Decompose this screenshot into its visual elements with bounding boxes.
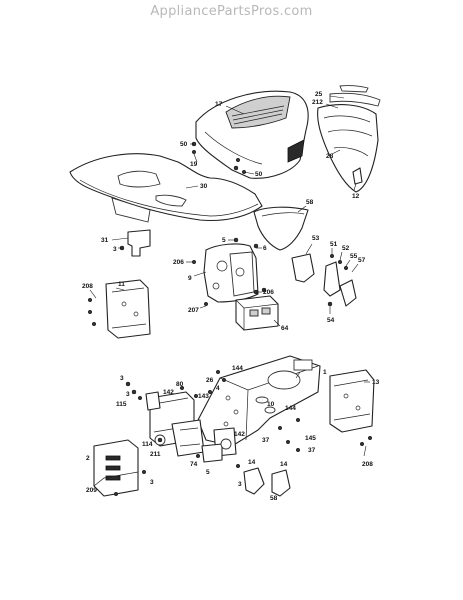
callout-115: 115	[116, 401, 127, 408]
callout-142b: 142	[234, 431, 245, 438]
steering-support-9-part[interactable]	[191, 237, 259, 303]
callout-3e: 3	[150, 479, 154, 486]
callout-212: 212	[312, 99, 323, 106]
axle-pivot-parts[interactable]	[145, 391, 232, 450]
hood-part[interactable]	[195, 90, 309, 179]
callout-25: 25	[315, 91, 323, 98]
callout-11: 11	[118, 281, 125, 288]
callout-12: 12	[352, 193, 360, 200]
callout-208b: 208	[362, 461, 373, 468]
callout-6: 6	[263, 245, 267, 252]
callout-3c: 3	[126, 391, 130, 398]
callout-26: 26	[206, 377, 214, 384]
side-panel-13-part[interactable]	[329, 369, 375, 447]
watermark-text: AppliancePartsPros.com	[150, 4, 313, 19]
callout-145: 145	[305, 435, 316, 442]
callout-14a: 14	[248, 459, 256, 466]
callout-54: 54	[327, 317, 335, 324]
callout-9: 9	[188, 275, 192, 282]
callout-144a: 144	[232, 365, 243, 372]
callout-5a: 5	[222, 237, 226, 244]
callout-58: 58	[306, 199, 314, 206]
side-panel-11-part[interactable]	[87, 279, 151, 339]
callout-3d: 3	[238, 481, 242, 488]
callout-74: 74	[190, 461, 198, 468]
callout-4: 4	[216, 385, 220, 392]
callout-17: 17	[215, 101, 223, 108]
pedal-bracket-parts[interactable]	[291, 253, 357, 307]
grille-part[interactable]	[317, 85, 381, 193]
leader-lines	[89, 95, 370, 457]
callout-114: 114	[142, 441, 153, 448]
callout-31: 31	[101, 237, 109, 244]
callout-37b: 37	[308, 447, 316, 454]
callout-1: 1	[323, 369, 327, 376]
callout-211: 211	[150, 451, 161, 458]
callout-57: 57	[358, 257, 366, 264]
dash-panel-58-part[interactable]	[253, 206, 309, 251]
bracket-12-part[interactable]	[352, 167, 363, 185]
callout-50a: 50	[180, 141, 188, 148]
callout-19: 19	[190, 161, 198, 168]
callout-3a: 3	[113, 246, 117, 253]
callout-64: 64	[281, 325, 289, 332]
callout-209: 209	[86, 487, 97, 494]
callout-80: 80	[176, 381, 184, 388]
callout-14b: 14	[280, 461, 288, 468]
callout-51: 51	[330, 241, 338, 248]
callout-10: 10	[267, 401, 275, 408]
front-bumper-2-part[interactable]	[93, 439, 139, 497]
callout-206a: 206	[173, 259, 184, 266]
callout-50b: 50	[255, 171, 263, 178]
bracket-31-part[interactable]	[119, 229, 151, 257]
frame-bolts[interactable]	[113, 369, 301, 497]
callout-13: 13	[372, 379, 380, 386]
callout-3b: 3	[120, 375, 124, 382]
callout-52: 52	[342, 245, 350, 252]
callout-5b: 5	[206, 469, 210, 476]
front-brackets-part[interactable]	[149, 391, 237, 463]
callout-2: 2	[86, 455, 90, 462]
main-frame-1-part[interactable]	[197, 355, 321, 447]
rear-brackets-part[interactable]	[243, 467, 291, 497]
callout-208a: 208	[82, 283, 93, 290]
callout-143: 143	[198, 393, 209, 400]
fender-part[interactable]	[69, 153, 263, 223]
callout-142a: 142	[163, 389, 174, 396]
callout-28: 28	[326, 153, 334, 160]
callout-53: 53	[312, 235, 320, 242]
callout-55: 55	[350, 253, 358, 260]
callout-37a: 37	[262, 437, 270, 444]
hood-bolts[interactable]	[191, 141, 247, 175]
callout-58b: 58	[270, 495, 278, 502]
callout-144b: 144	[285, 405, 296, 412]
callout-labels: 17 25 212 28 12 50 19 50 30 58 31 3 5 6 …	[82, 91, 380, 502]
callout-206b: 206	[263, 289, 274, 296]
callout-30: 30	[200, 183, 208, 190]
callout-207: 207	[188, 307, 199, 314]
